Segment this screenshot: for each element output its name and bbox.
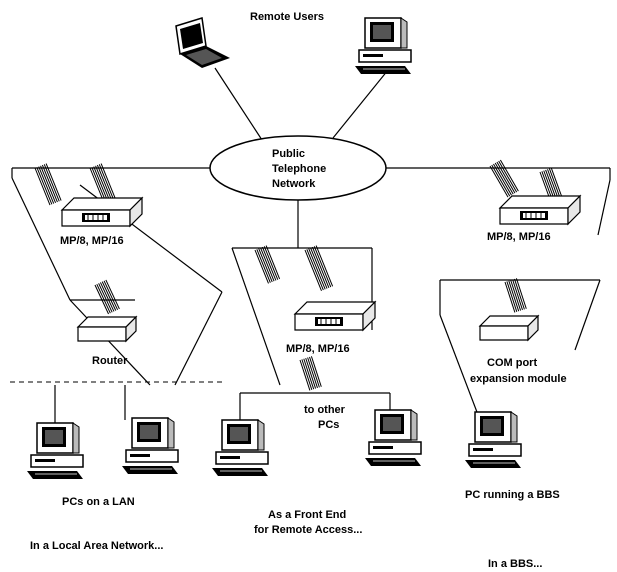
front-end-label-line1: As a Front End bbox=[268, 509, 346, 521]
multiport-modem-icon bbox=[294, 301, 376, 331]
front-end-label-line2: for Remote Access... bbox=[254, 524, 362, 536]
network-label-line3: Network bbox=[272, 178, 316, 190]
desktop-computer-icon bbox=[364, 409, 422, 467]
desktop-computer-icon bbox=[354, 17, 412, 75]
network-label-line2: Telephone bbox=[272, 163, 326, 175]
router-label: Router bbox=[92, 355, 128, 367]
desktop-computer-icon bbox=[26, 422, 84, 480]
multiport-modem-icon bbox=[499, 195, 581, 225]
desktop-computer-icon bbox=[464, 411, 522, 469]
remote-users-label: Remote Users bbox=[250, 11, 324, 23]
to-other-pcs-line2: PCs bbox=[318, 419, 339, 431]
router-icon bbox=[77, 316, 137, 342]
com-port-module-icon bbox=[479, 315, 539, 341]
com-module-label-line1: COM port bbox=[487, 357, 537, 369]
telephone-network-cloud bbox=[209, 135, 387, 201]
modem-label-center: MP/8, MP/16 bbox=[286, 343, 350, 355]
desktop-computer-icon bbox=[211, 419, 269, 477]
laptop-icon bbox=[175, 17, 231, 69]
multiport-modem-icon bbox=[61, 197, 143, 227]
bbs-caption: In a BBS... bbox=[488, 558, 542, 570]
bbs-pc-label: PC running a BBS bbox=[465, 489, 560, 501]
network-label-line1: Public bbox=[272, 148, 305, 160]
modem-label-left: MP/8, MP/16 bbox=[60, 235, 124, 247]
modem-label-right: MP/8, MP/16 bbox=[487, 231, 551, 243]
lan-caption: In a Local Area Network... bbox=[30, 540, 163, 552]
com-module-label-line2: expansion module bbox=[470, 373, 567, 385]
pcs-on-lan-label: PCs on a LAN bbox=[62, 496, 135, 508]
to-other-pcs-line1: to other bbox=[304, 404, 346, 416]
desktop-computer-icon bbox=[121, 417, 179, 475]
